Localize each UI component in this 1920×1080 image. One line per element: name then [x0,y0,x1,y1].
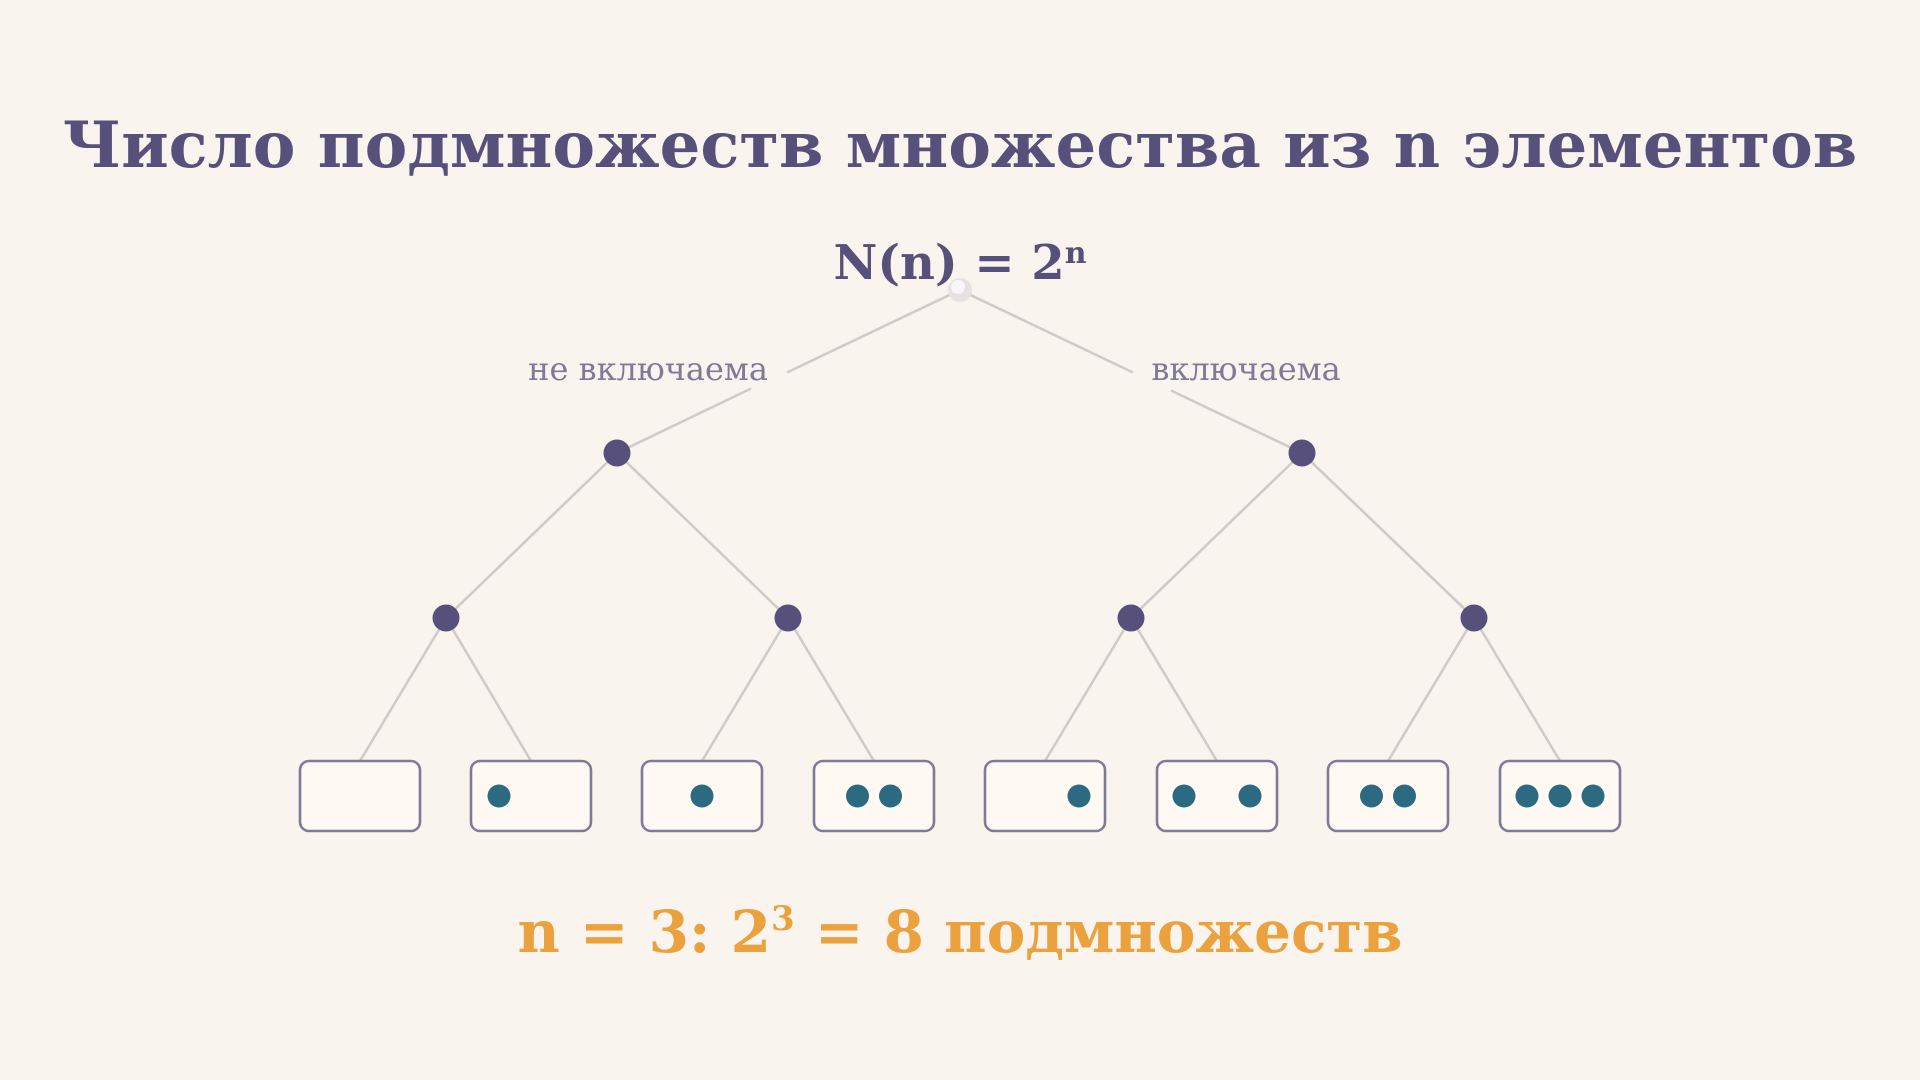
result-prefix: n = 3: 2 [517,898,770,966]
tree-node [1117,604,1145,632]
result-suffix: = 8 подмножеств [795,898,1403,966]
edge-level2-leaf [444,616,533,763]
subset-box [640,759,764,833]
subset-box [812,759,936,833]
subset-box [1326,759,1450,833]
subset-box [1498,759,1622,833]
element-dot [879,784,902,808]
tree-node [603,439,631,467]
element-dot [846,784,869,808]
subset-box-frame [983,759,1107,833]
subset-box-frame [1155,759,1279,833]
root-node-highlight [951,280,965,294]
formula-base: N(n) = 2 [833,235,1064,291]
edge-level1-level2 [1300,451,1476,620]
element-dot [1238,784,1262,808]
subset-box-frame [812,759,936,833]
edge-level1-level2 [444,451,619,620]
tree-node [774,604,802,632]
edge-root-left-lower [615,387,752,455]
branch-label-exclude: не включаема [528,350,768,388]
edge-level2-leaf [1386,616,1476,763]
branch-label-include: включаема [1151,350,1340,388]
subset-box-frame [469,759,593,833]
element-dot [1548,784,1572,808]
tree-node [1460,604,1488,632]
element-dot [1360,784,1383,808]
edge-level1-level2 [615,451,790,620]
edge-level1-level2 [1129,451,1304,620]
edge-level2-leaf [1472,616,1562,763]
element-dot [690,784,714,808]
element-dot [1393,784,1416,808]
tree-edges [358,288,1562,763]
edge-level2-leaf [700,616,790,763]
diagram-title: Число подмножеств множества из n элемент… [63,108,1858,183]
subset-box [983,759,1107,833]
subset-box [298,759,422,833]
edge-level2-leaf [1043,616,1133,763]
result-line: n = 3: 23 = 8 подмножеств [517,898,1402,966]
element-dot [487,784,511,808]
formula: N(n) = 2n [833,235,1086,291]
edge-root-right-lower [1170,389,1304,455]
subset-box [469,759,593,833]
subset-leaves [298,759,1622,833]
element-dot [1515,784,1539,808]
element-dot [1172,784,1196,808]
edge-level2-leaf [1129,616,1219,763]
result-exponent: 3 [771,899,795,939]
edge-level2-leaf [786,616,876,763]
tree-nodes [432,278,1488,632]
subset-box-frame [1326,759,1450,833]
tree-node [432,604,460,632]
edge-root-right [958,288,1134,374]
edge-level2-leaf [358,616,448,763]
edge-root-left [786,288,962,374]
subset-box [1155,759,1279,833]
formula-exponent: n [1065,236,1087,271]
subset-box-frame [298,759,422,833]
element-dot [1581,784,1605,808]
element-dot [1067,784,1091,808]
tree-node [1288,439,1316,467]
